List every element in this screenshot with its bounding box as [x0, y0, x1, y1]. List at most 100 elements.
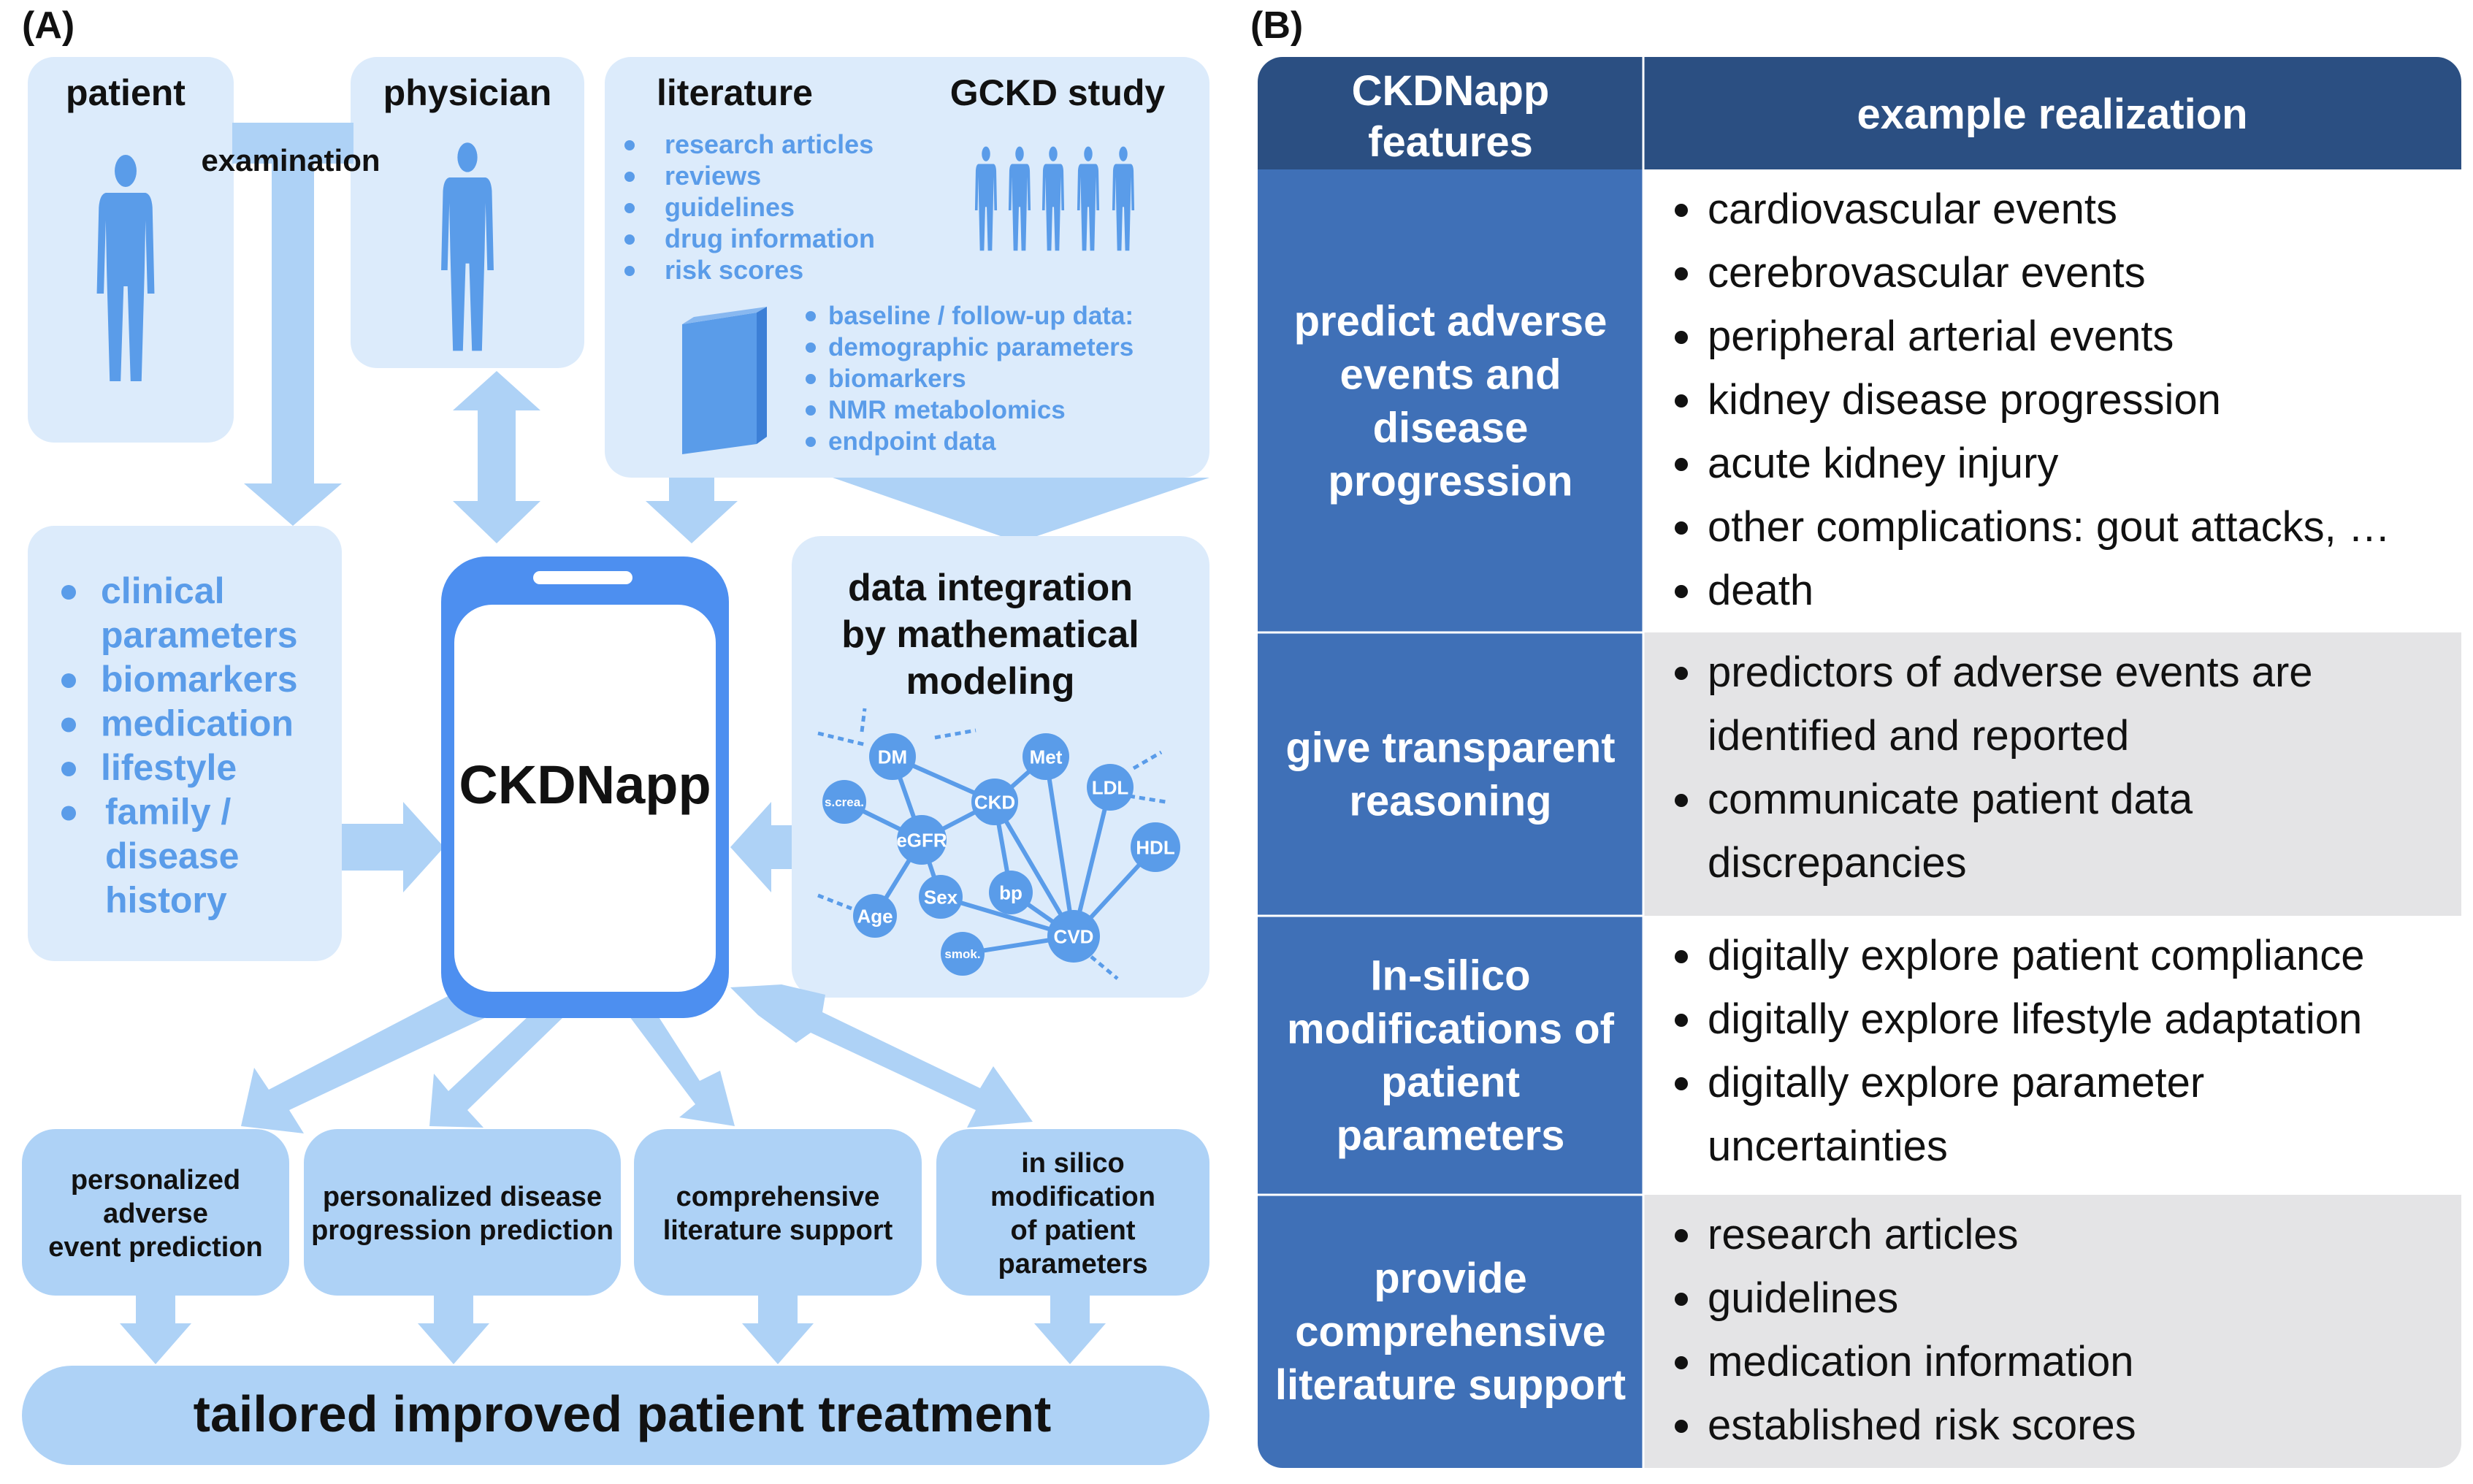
realization-item: established risk scores [1708, 1401, 2136, 1449]
output-label-line: event prediction [48, 1232, 263, 1263]
bullet-dot [1675, 950, 1688, 963]
network-dashed-edge [1090, 955, 1119, 980]
network-node [1131, 822, 1180, 872]
gckd-data-list: baseline / follow-up data: demographic pa… [806, 302, 1134, 456]
bullet-dot [1675, 267, 1688, 280]
bullet-dot [1675, 794, 1688, 807]
header-realization: example realization [1857, 91, 2247, 138]
output-label-line: parameters [998, 1249, 1148, 1280]
patient-data-box [28, 526, 342, 961]
bullet-dot [61, 806, 76, 821]
gckd-item: NMR metabolomics [828, 396, 1066, 424]
feature-label-line: events and [1340, 351, 1562, 399]
bullet-dot [1675, 331, 1688, 344]
realization-item: discrepancies [1708, 839, 1967, 887]
realization-item: guidelines [1708, 1274, 1898, 1322]
realization-item: medication information [1708, 1338, 2134, 1385]
output-label-line: in silico [1021, 1148, 1124, 1179]
gckd-item: biomarkers [828, 364, 966, 393]
network-dashed-edge [1128, 794, 1166, 804]
realization-item: other complications: gout attacks, … [1708, 503, 2390, 551]
bullet-dot [1675, 1420, 1688, 1433]
bullet-dot [624, 234, 635, 245]
feature-label-line: In-silico [1370, 952, 1530, 1000]
gckd-item: baseline / follow-up data: [828, 302, 1134, 330]
patient-data-line: clinical [101, 570, 225, 611]
phone-icon [441, 556, 729, 1018]
gckd-item: demographic parameters [828, 333, 1134, 362]
realization-item: digitally explore patient compliance [1708, 932, 2365, 979]
feature-label-line: give transparent [1285, 724, 1615, 772]
feature-label-line: reasoning [1349, 778, 1551, 825]
patient-data-line: history [105, 880, 227, 921]
bullet-dot [624, 140, 635, 150]
bullet-dot [1675, 585, 1688, 598]
integration-title-line: modeling [906, 660, 1074, 703]
realization-cell [1643, 632, 2461, 916]
network-dashed-edge [817, 731, 867, 747]
realization-item: uncertainties [1708, 1122, 1948, 1170]
output-label-line: personalized disease [323, 1182, 602, 1212]
table-body [1258, 57, 2461, 1468]
realization-item: communicate patient data [1708, 776, 2193, 823]
bullet-dot [624, 203, 635, 213]
literature-item: reviews [665, 161, 761, 191]
bullet-dot [1675, 1014, 1688, 1027]
network-node-label: CVD [1054, 925, 1094, 947]
literature-item: risk scores [665, 255, 803, 285]
network-node [897, 815, 947, 865]
network-node [989, 871, 1033, 914]
book-icon [682, 307, 767, 454]
bullet-dot [1675, 1077, 1688, 1090]
panel-a-label: (A) [22, 4, 74, 47]
network-node [822, 780, 866, 824]
feature-label-line: progression [1328, 458, 1572, 505]
network-dashed-edge [1132, 750, 1163, 770]
output-label-line: comprehensive [676, 1182, 880, 1212]
feature-label-line: modifications of [1287, 1006, 1615, 1053]
realization-item: digitally explore lifestyle adaptation [1708, 995, 2362, 1043]
app-name: CKDNapp [459, 754, 711, 815]
network-node-label: eGFR [896, 829, 947, 851]
realization-cell [1643, 916, 2461, 1195]
panel-a-arrows [22, 123, 1209, 1465]
bullet-dot [1675, 1356, 1688, 1369]
patient-data-line: biomarkers [101, 659, 298, 700]
patient-data-list: clinicalparametersbiomarkersmedicationli… [61, 570, 298, 921]
bullet-dot [624, 266, 635, 276]
realization-item: kidney disease progression [1708, 376, 2221, 424]
network-node-label: CKD [974, 791, 1015, 813]
physician-label: physician [383, 72, 552, 113]
network-dashed-edge [934, 728, 976, 740]
network-node-label: LDL [1092, 776, 1129, 798]
output-label-line: literature support [663, 1215, 893, 1246]
literature-item: drug information [665, 223, 875, 253]
gckd-title: GCKD study [950, 72, 1166, 113]
realization-item: peripheral arterial events [1708, 313, 2174, 360]
patient-data-line: family / [105, 792, 231, 833]
realization-item: research articles [1708, 1211, 2018, 1258]
realization-item: death [1708, 567, 1813, 614]
examination-label: examination [201, 143, 380, 177]
output-box-1 [22, 1129, 289, 1296]
output-label-line: progression prediction [311, 1215, 614, 1246]
network-dashed-edge [860, 708, 867, 733]
patient-data-line: disease [105, 835, 239, 876]
panel-b-label: (B) [1250, 4, 1303, 47]
bullet-dot [806, 374, 816, 384]
bullet-dot [1675, 458, 1688, 471]
feature-cell [1258, 916, 1643, 1195]
realization-item: cerebrovascular events [1708, 249, 2146, 297]
feature-label-line: predict adverse [1294, 298, 1608, 345]
realization-cell [1643, 1195, 2461, 1468]
network-node-label: s.crea. [825, 795, 864, 809]
realization-item: identified and reported [1708, 712, 2129, 760]
bullet-dot [806, 343, 816, 353]
feature-cell [1258, 1195, 1643, 1468]
bullet-dot [624, 172, 635, 182]
network-node [1087, 764, 1134, 811]
output-label-line: adverse [103, 1198, 208, 1229]
network-node [919, 875, 963, 919]
